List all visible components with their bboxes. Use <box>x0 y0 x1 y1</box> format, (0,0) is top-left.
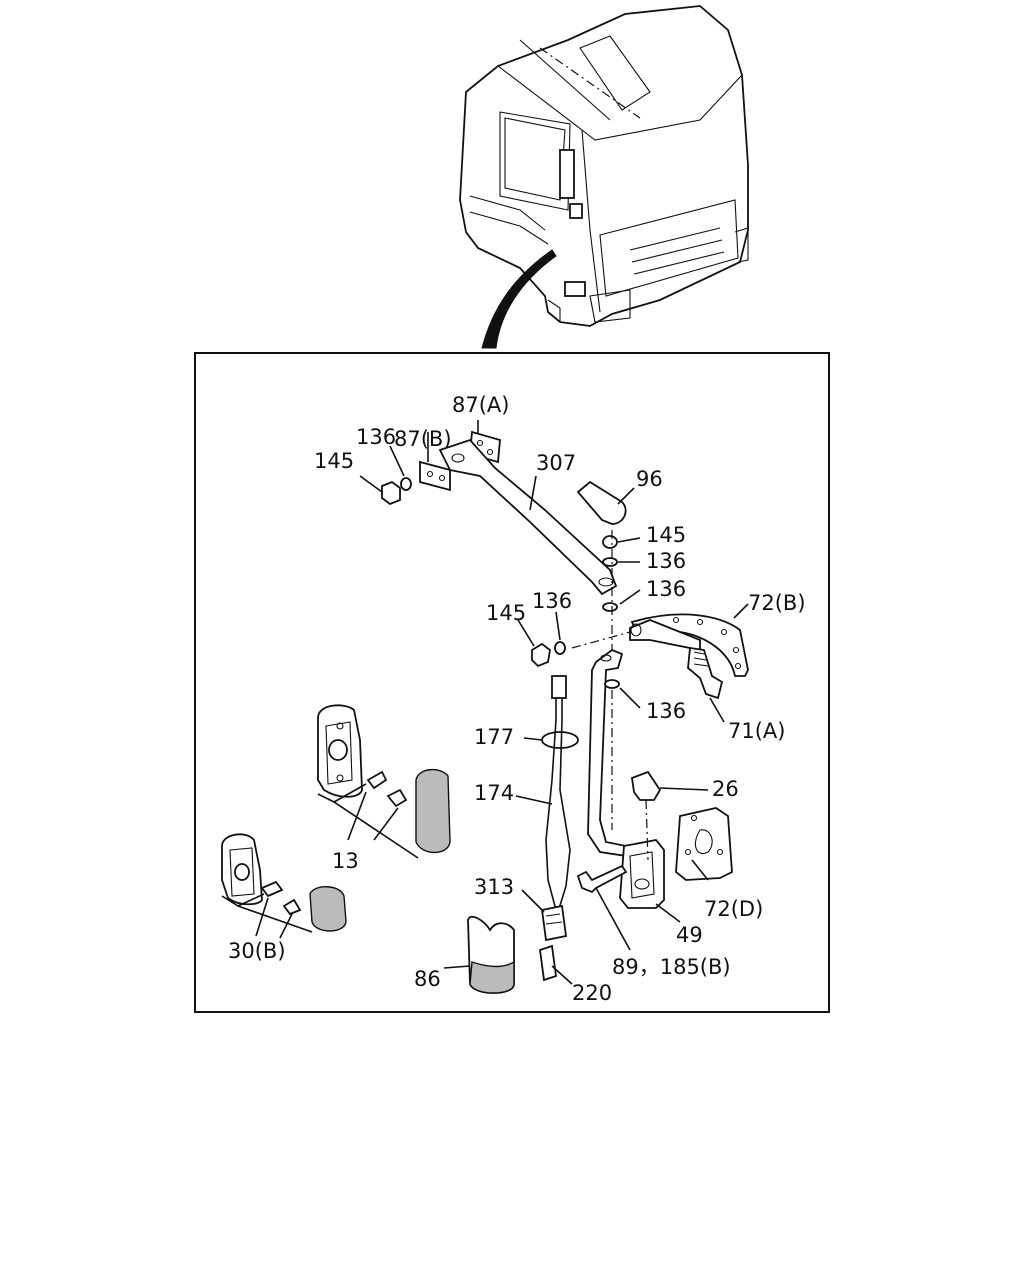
part-136-washer-mid <box>554 641 566 655</box>
label-49: 49 <box>676 923 703 947</box>
part-220-cap <box>539 944 557 982</box>
label-145-mid: 145 <box>486 601 526 625</box>
part-177-clamp <box>541 731 579 749</box>
part-136-washer-right-b <box>602 602 618 612</box>
label-307: 307 <box>536 451 576 475</box>
part-89-bolt <box>576 864 628 894</box>
part-145-nut-mid <box>531 642 551 668</box>
label-87a: 87(A) <box>452 393 509 417</box>
part-13-screw <box>366 770 388 790</box>
part-72d-plate <box>675 807 733 881</box>
label-13: 13 <box>332 849 359 873</box>
label-313: 313 <box>474 875 514 899</box>
part-labels: 87(A) 87(B) 136 145 307 96 145 136 136 7… <box>228 393 806 1005</box>
label-136-mid: 136 <box>532 589 572 613</box>
label-174: 174 <box>474 781 514 805</box>
part-mirror-cover-lower <box>309 886 347 932</box>
label-136-right-a: 136 <box>646 549 686 573</box>
center-lines <box>571 530 649 861</box>
part-145-nut-top <box>381 480 401 506</box>
part-87b-plate <box>419 460 451 492</box>
label-145-right: 145 <box>646 523 686 547</box>
label-136-right-b: 136 <box>646 577 686 601</box>
part-136-washer-right-a <box>602 557 618 567</box>
label-177: 177 <box>474 725 514 749</box>
part-71a-spring <box>687 646 724 700</box>
label-72b: 72(B) <box>748 591 806 615</box>
label-86: 86 <box>414 967 441 991</box>
label-30b: 30(B) <box>228 939 286 963</box>
label-96: 96 <box>636 467 663 491</box>
label-89-185b: 89，185(B) <box>612 955 731 979</box>
leader-lines <box>221 420 749 985</box>
parts <box>221 430 749 994</box>
part-30b-screw <box>260 880 284 898</box>
part-307-stay <box>438 438 618 596</box>
part-174-harness <box>545 694 557 911</box>
label-136-low: 136 <box>646 699 686 723</box>
part-145-nut-right <box>602 535 618 549</box>
part-26-clip <box>631 770 662 801</box>
diagram-frame <box>194 352 830 1013</box>
label-71a: 71(A) <box>728 719 785 743</box>
label-26: 26 <box>712 777 739 801</box>
part-mirror-cover-upper <box>415 769 451 854</box>
truck-cab-illustration <box>459 5 749 349</box>
label-220: 220 <box>572 981 612 1005</box>
part-49-base <box>619 839 665 909</box>
label-87b: 87(B) <box>394 427 452 451</box>
label-72d: 72(D) <box>704 897 763 921</box>
part-136-washer-top <box>400 477 412 491</box>
label-145-top: 145 <box>314 449 354 473</box>
part-96-cap <box>576 480 627 525</box>
part-136-washer-low <box>604 679 620 689</box>
label-136-top: 136 <box>356 425 396 449</box>
